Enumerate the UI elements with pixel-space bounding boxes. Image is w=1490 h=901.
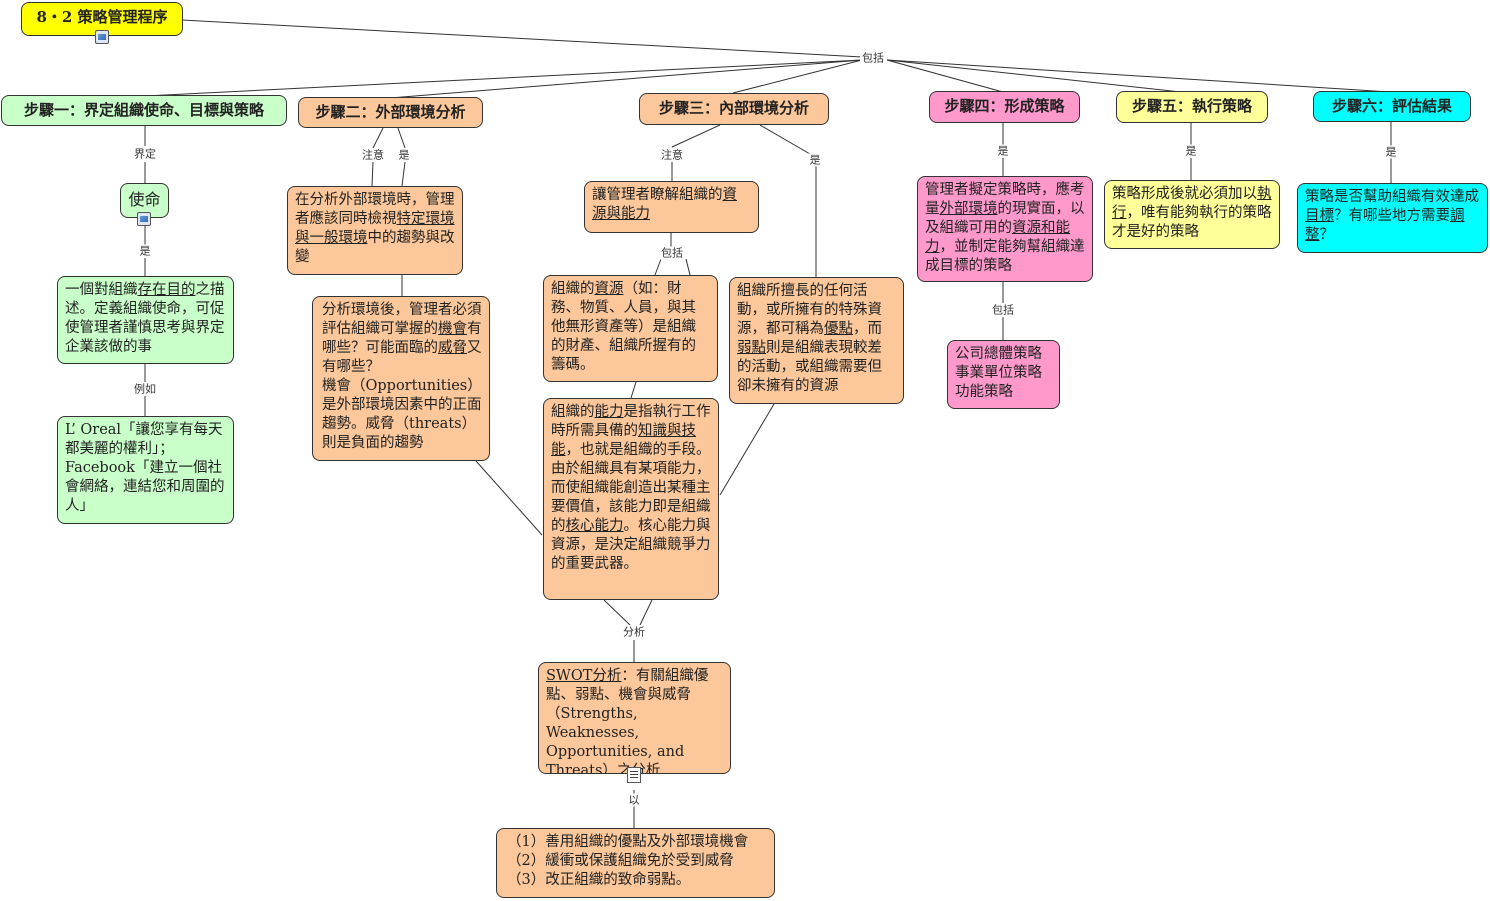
step-six-label: 步驟六：評估結果 (1331, 97, 1452, 115)
strategy-level-item: 功能策略 (955, 384, 1013, 400)
strength-text: 則是組織表現較差的活動，或組織需要但卻未擁有的資源 (737, 340, 882, 394)
form-text: 管理者擬定策略時，應考量 (925, 182, 1085, 217)
ext-note-text: 中的趨勢與改變 (295, 230, 455, 265)
link-label-define: 界定 (132, 147, 158, 161)
internal-note[interactable]: 讓管理者瞭解組織的資源與能力 (584, 181, 759, 233)
mission-example[interactable]: L’ Oreal「讓您享有每天都美麗的權利」；Facebook「建立一個社會網絡… (57, 416, 234, 524)
swot-text: ：有關組織優點、弱點、機會與威脅（Strengths, Weaknesses, … (546, 668, 709, 774)
int-note-text: 讓管理者瞭解組織的 (592, 187, 723, 203)
adjust-link[interactable]: 調整 (1305, 208, 1465, 243)
link-label-is: 是 (995, 144, 1011, 158)
link-label-include: 包括 (990, 303, 1016, 317)
ext-note-link[interactable]: 特定環境與一般環境 (295, 211, 455, 246)
strategy-level-item: 事業單位策略 (955, 365, 1042, 381)
eval-text: ？ (1319, 227, 1335, 243)
external-analysis[interactable]: 分析環境後，管理者必須評估組織可掌握的機會有哪些？可能面臨的威脅又有哪些？ 機會… (312, 296, 490, 461)
eval-text: ？有哪些地方需要 (1334, 208, 1450, 224)
exec-text: ，唯有能夠執行的策略才是好的策略 (1112, 205, 1272, 240)
resource-text: （如：財務、物質、人員，與其他無形資產等）是組織的財產、組織所握有的籌碼。 (551, 281, 696, 373)
strategy-levels-node[interactable]: 公司總體策略 事業單位策略 功能策略 (947, 340, 1060, 409)
ability-text: 是指執行工作時所需具備的 (551, 404, 711, 439)
example-text: L’ Oreal「讓您享有每天都美麗的權利」；Facebook「建立一個社會網絡… (65, 422, 225, 514)
knowledge-skill-link[interactable]: 知識與技能 (551, 423, 696, 458)
link-label-is: 是 (807, 153, 823, 167)
execute-link[interactable]: 執行 (1112, 186, 1272, 221)
swot-usage-item: （3）改正組織的致命弱點。 (507, 872, 691, 888)
link-label-is: 是 (1183, 144, 1199, 158)
root-title: 8・2 策略管理程序 (36, 8, 168, 26)
core-competence-link[interactable]: 核心能力 (565, 518, 624, 534)
external-note[interactable]: 在分析外部環境時，管理者應該同時檢視特定環境與一般環境中的趨勢與改變 (287, 186, 463, 275)
strength-link[interactable]: 優點 (824, 321, 853, 337)
mission-desc-text: 一個對組織 (65, 282, 138, 298)
document-icon[interactable] (627, 767, 641, 783)
step-six[interactable]: 步驟六：評估結果 (1313, 91, 1471, 122)
resource-node[interactable]: 組織的資源（如：財務、物質、人員，與其他無形資產等）是組織的財產、組織所握有的籌… (543, 275, 718, 382)
link-label-is: 是 (137, 244, 153, 258)
link-label-analyze: 分析 (621, 625, 647, 639)
image-icon[interactable] (137, 212, 151, 226)
resource-text: 組織的 (551, 281, 595, 297)
opportunity-link[interactable]: 機會 (438, 321, 467, 337)
step-five[interactable]: 步驟五：執行策略 (1116, 91, 1268, 123)
eval-text: 策略是否幫助組織有效達成 (1305, 189, 1479, 205)
ext-after-text: 機會（Opportunities）是外部環境因素中的正面趨勢。威脅（threat… (322, 378, 482, 451)
strength-text: ，而 (853, 321, 882, 337)
strength-text: 組織所擅長的任何活動，或所擁有的特殊資源，都可稱為 (737, 283, 882, 337)
image-icon[interactable] (95, 30, 109, 44)
ability-node[interactable]: 組織的能力是指執行工作時所需具備的知識與技能，也就是組織的手段。由於組織具有某項… (543, 398, 719, 600)
mission-desc-link[interactable]: 存在目的 (137, 282, 196, 298)
strength-weakness-node[interactable]: 組織所擅長的任何活動，或所擁有的特殊資源，都可稱為優點，而弱點則是組織表現較差的… (729, 277, 904, 404)
goal-link[interactable]: 目標 (1305, 208, 1334, 224)
step-two[interactable]: 步驟二：外部環境分析 (298, 97, 483, 128)
form-text: ，並制定能夠幫組織達成目標的策略 (925, 239, 1085, 274)
link-label-is: 是 (396, 148, 412, 162)
ext-note-text: 在分析外部環境時，管理者應該同時檢視 (295, 192, 455, 227)
mission-node[interactable]: 使命 (120, 183, 169, 218)
ext-after-text: 分析環境後，管理者必須評估組織可掌握的 (322, 302, 482, 337)
mission-description[interactable]: 一個對組織存在目的之描述。定義組織使命，可促使管理者謹慎思考與界定企業該做的事 (57, 276, 234, 364)
strategy-level-item: 公司總體策略 (955, 346, 1042, 362)
step-three-label: 步驟三：內部環境分析 (658, 99, 809, 117)
strategy-formation-node[interactable]: 管理者擬定策略時，應考量外部環境的現實面，以及組織可用的資源和能力，並制定能夠幫… (917, 176, 1093, 282)
ability-text: 組織的 (551, 404, 595, 420)
link-label-is: 是 (1383, 145, 1399, 159)
ext-after-text: 又有哪些？ (322, 340, 482, 375)
swot-node[interactable]: SWOT分析：有關組織優點、弱點、機會與威脅（Strengths, Weakne… (538, 662, 731, 774)
resource-ability-link[interactable]: 資源和能力 (925, 220, 1070, 255)
step-four-label: 步驟四：形成策略 (944, 97, 1065, 115)
swot-usage-item: （2）緩衝或保護組織免於受到威脅 (507, 853, 734, 869)
exec-text: 策略形成後就必須加以 (1112, 186, 1257, 202)
swot-usage-item: （1）善用組織的優點及外部環境機會 (507, 834, 749, 850)
step-three[interactable]: 步驟三：內部環境分析 (639, 93, 829, 125)
step-one[interactable]: 步驟一：界定組織使命、目標與策略 (1, 95, 287, 126)
link-label-include: 包括 (659, 246, 685, 260)
ability-link[interactable]: 能力 (594, 404, 624, 420)
swot-link[interactable]: SWOT分析 (546, 668, 622, 684)
weakness-link[interactable]: 弱點 (737, 340, 766, 356)
evaluation-node[interactable]: 策略是否幫助組織有效達成目標？有哪些地方需要調整？ (1297, 183, 1488, 253)
link-label-include: 包括 (860, 51, 886, 65)
link-label-note: 注意 (360, 148, 386, 162)
mission-label: 使命 (128, 190, 161, 209)
step-four[interactable]: 步驟四：形成策略 (929, 91, 1080, 123)
ability-text: ，也就是組織的手段。由於組織具有某項能力，而使組織能創造出某種主要價值，該能力即… (551, 442, 711, 534)
step-five-label: 步驟五：執行策略 (1131, 97, 1252, 115)
step-one-label: 步驟一：界定組織使命、目標與策略 (23, 101, 264, 119)
step-two-label: 步驟二：外部環境分析 (315, 103, 466, 121)
swot-usage-node[interactable]: （1）善用組織的優點及外部環境機會 （2）緩衝或保護組織免於受到威脅 （3）改正… (496, 828, 775, 898)
ability-text: 。核心能力與資源，是決定組織競爭力的重要武器。 (551, 518, 711, 572)
external-env-link[interactable]: 外部環境 (939, 201, 998, 217)
link-label-by: 以 (626, 793, 642, 807)
resource-link[interactable]: 資源 (594, 281, 624, 297)
execution-node[interactable]: 策略形成後就必須加以執行，唯有能夠執行的策略才是好的策略 (1104, 180, 1280, 249)
link-label-note: 注意 (659, 148, 685, 162)
threat-link[interactable]: 威脅 (438, 340, 467, 356)
form-text: 的現實面，以及組織可用的 (925, 201, 1085, 236)
ext-after-text: 有哪些？可能面臨的 (322, 321, 482, 356)
link-label-example: 例如 (132, 382, 158, 396)
resource-ability-link[interactable]: 資源與能力 (592, 187, 737, 222)
mission-desc-text: 之描述。定義組織使命，可促使管理者謹慎思考與界定企業該做的事 (65, 282, 225, 355)
